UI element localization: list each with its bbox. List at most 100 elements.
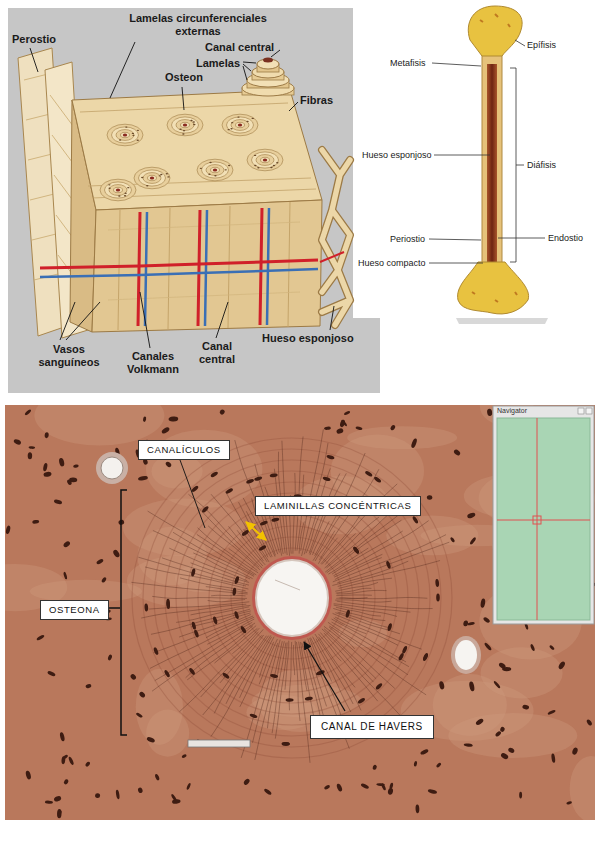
callout-text: OSTEONA [49, 604, 100, 615]
micrograph-texture-part [191, 621, 197, 630]
micrograph-texture-part [32, 520, 39, 525]
micrograph-texture-part [469, 536, 477, 545]
thickness-arrow [246, 522, 266, 540]
micrograph-texture-part [13, 438, 22, 445]
micrograph-texture-part [166, 601, 170, 609]
osteon-lamellae-stack [242, 58, 294, 97]
callout-text: CANAL DE HAVERS [321, 721, 423, 733]
bone-part-label: Endostio [548, 233, 583, 243]
part-label: Lamelas [196, 57, 240, 70]
micrograph-texture-part [355, 426, 362, 430]
osteon-rings-part [158, 175, 160, 176]
micrograph-texture-part [335, 600, 391, 602]
micrograph-texture-part [372, 764, 378, 770]
micrograph-texture-part [259, 642, 273, 678]
micrograph-texture-part [225, 487, 234, 494]
micrograph-texture-part [557, 660, 566, 670]
micrograph-texture-part [181, 754, 187, 759]
micrograph-texture-part [28, 452, 32, 459]
micrograph-texture-part [58, 458, 65, 467]
micrograph-texture-part [326, 454, 335, 460]
micrograph-texture-part [153, 647, 159, 656]
micrograph-texture-part [571, 747, 578, 756]
callout-box: OSTEONA [40, 600, 109, 620]
micrograph-texture-part [53, 795, 62, 802]
micrograph-texture-part [487, 408, 493, 416]
micrograph-texture-part [464, 743, 473, 747]
micrograph-texture-part [324, 629, 376, 679]
micrograph-texture-part [282, 742, 290, 746]
micrograph-texture-part [25, 770, 32, 780]
navigator-window-part [493, 406, 594, 624]
micrograph-texture-part [165, 461, 173, 468]
osteon-rings-part [263, 159, 267, 162]
micrograph-texture-part [163, 669, 170, 678]
osteon-rings-part [197, 159, 233, 181]
micrograph-texture-part [101, 576, 107, 583]
osteon-rings-part [150, 177, 154, 180]
micrograph-texture-part [138, 557, 246, 586]
micrograph-texture-part [44, 432, 48, 438]
micrograph-texture-part [197, 534, 256, 574]
osteon-rings-part [107, 124, 143, 146]
micrograph-texture-part [387, 623, 393, 632]
micrograph-texture-part [335, 613, 400, 634]
osteon-rings-part [206, 165, 224, 176]
osteon-rings-part [237, 116, 239, 117]
part-label: Hueso esponjoso [262, 332, 354, 345]
micrograph-texture-part [281, 742, 289, 746]
osteon-rings-part [183, 130, 185, 131]
micrograph-texture-part [115, 790, 120, 800]
osteon-rings-part [254, 165, 256, 166]
micrograph-texture-part [85, 761, 91, 767]
osteon-rings-part [227, 117, 254, 133]
micrograph-texture-part [173, 532, 254, 576]
osteon-rings-part [225, 169, 227, 170]
navigator-window-part [586, 408, 592, 414]
osteon-rings-part [124, 195, 126, 196]
micrograph-texture-part [547, 709, 556, 715]
bone-micrograph-part [256, 560, 328, 636]
osteon-rings-part [167, 176, 169, 177]
osteon-rings-part [116, 189, 120, 192]
osteon-rings-part [121, 132, 130, 137]
bone-micrograph-part [455, 640, 477, 670]
micrograph-texture-part [66, 479, 72, 486]
micrograph-texture-part [410, 438, 417, 449]
micrograph-texture-part [136, 669, 183, 745]
osteon-rings-part [148, 175, 157, 180]
micrograph-texture-part [59, 732, 65, 742]
micrograph-texture-part [188, 667, 196, 676]
micrograph-texture-part [188, 494, 262, 568]
micrograph-texture-part [364, 470, 373, 477]
micrograph-texture-part [132, 438, 452, 758]
micrograph-texture-part [293, 645, 294, 675]
osteon-rings-part [181, 122, 190, 127]
scale-bar [188, 740, 250, 747]
micrograph-texture-part [500, 752, 509, 760]
micrograph-texture-part [176, 482, 408, 714]
micrograph-texture-part [95, 793, 100, 798]
micrograph-texture-part [507, 747, 515, 754]
micrograph-texture-part [469, 681, 476, 692]
micrograph-texture-part [85, 684, 91, 689]
micrograph-texture-part [131, 582, 247, 594]
micrograph-texture-part [252, 640, 280, 743]
micrograph-texture-part [498, 662, 507, 670]
osteon-rings-part [123, 134, 127, 137]
osteon-rings-part [127, 187, 129, 188]
bone-block-illustration-part [80, 103, 316, 198]
micrograph-texture-part [336, 588, 372, 593]
micrograph-texture-part [208, 526, 260, 570]
micrograph-texture-part [186, 783, 191, 791]
micrograph-texture-part [586, 719, 593, 727]
osteon-rings-part [182, 133, 184, 134]
micrograph-texture-part [436, 762, 442, 768]
micrograph-texture-part [152, 623, 255, 691]
osteon-rings-part [176, 120, 194, 131]
micrograph-texture-part [249, 713, 258, 719]
osteon-rings-part [137, 140, 139, 141]
micrograph-texture-part [187, 626, 256, 680]
